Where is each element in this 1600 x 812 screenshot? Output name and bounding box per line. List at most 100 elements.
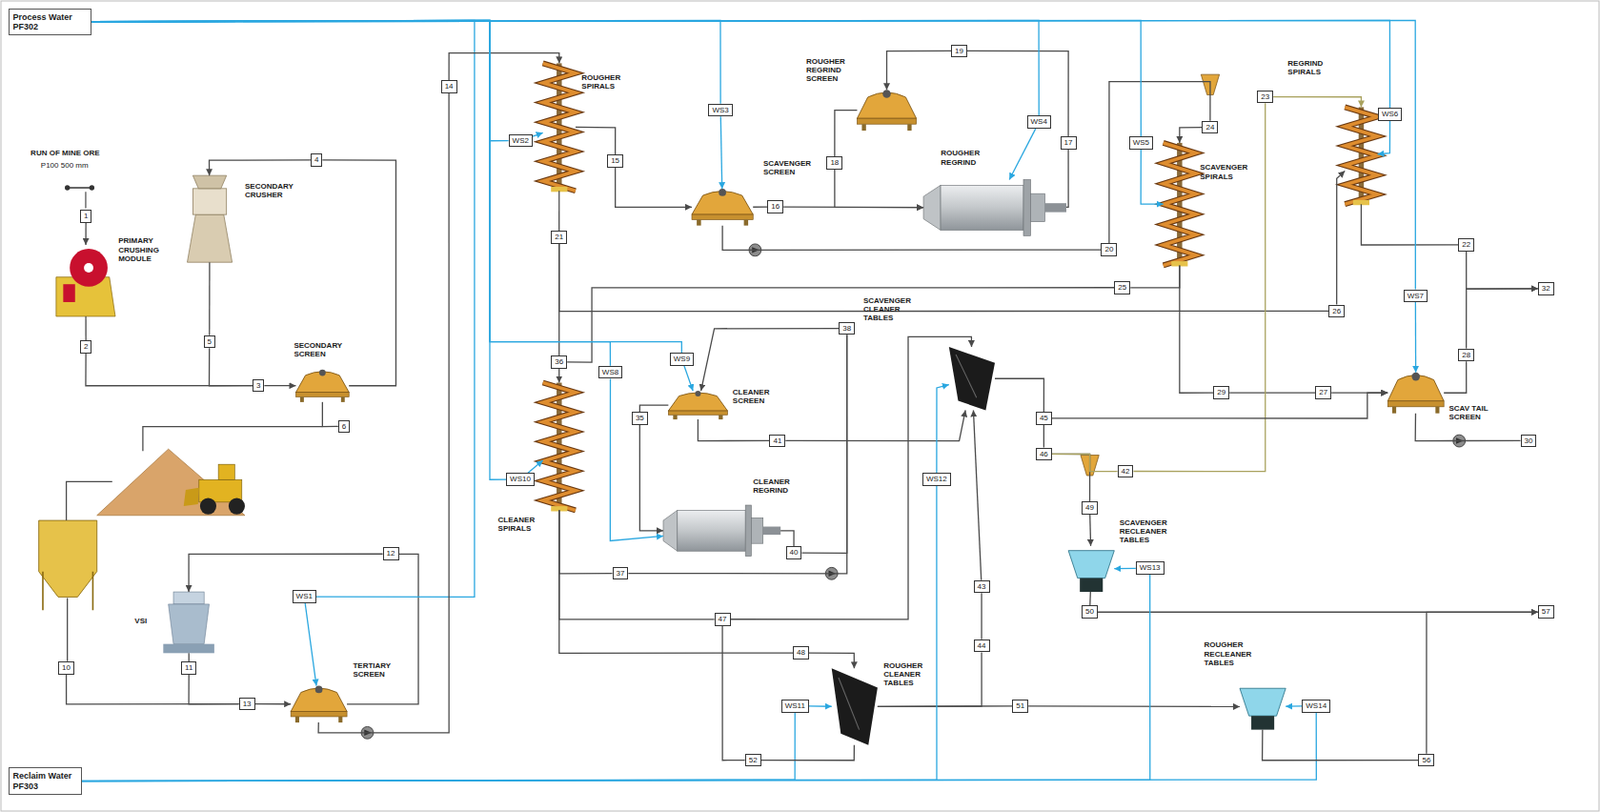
- equipment-label: ROUGHER CLEANER TABLES: [883, 661, 950, 689]
- water-line: [91, 20, 1390, 108]
- stream-number: 45: [1039, 413, 1049, 424]
- equipment-label: ROUGHER SPIRALS: [581, 73, 635, 91]
- stream-tag: 47: [714, 612, 731, 627]
- stream-number: 13: [243, 699, 252, 709]
- water-line: [1140, 149, 1164, 205]
- screen-unit: SECONDARY SCREEN: [296, 369, 350, 403]
- process-line: [994, 378, 1044, 412]
- process-line: [1229, 391, 1316, 393]
- stream-tag: 26: [1328, 304, 1345, 319]
- stream-tag: 29: [1213, 385, 1230, 400]
- stream-number: 21: [554, 232, 564, 243]
- water-line: [720, 116, 722, 189]
- equipment-label: ROUGHER RECLEANER TABLES: [1204, 640, 1282, 668]
- spiral-unit: SCAVENGER SPIRALS: [1163, 142, 1196, 265]
- stream-tag: 48: [792, 646, 810, 660]
- spiral-icon: [543, 62, 576, 192]
- process-line: [967, 50, 1069, 137]
- cone-icon: [186, 175, 232, 263]
- process-line: [559, 509, 715, 620]
- screen-unit: SCAVENGER SCREEN: [691, 188, 753, 226]
- process-line: [1089, 591, 1092, 606]
- equipment-label: SCAVENGER CLEANER TABLES: [863, 296, 930, 324]
- water-line: [91, 20, 1141, 136]
- process-line: [255, 703, 292, 705]
- stream-tag: 32: [1538, 282, 1555, 296]
- process-line: [972, 409, 981, 580]
- stream-number: 2: [83, 342, 88, 352]
- process-line: [263, 384, 296, 386]
- stream-number: 14: [445, 81, 454, 92]
- water-line: [1377, 121, 1391, 155]
- process-line: [84, 222, 86, 245]
- overflow-line: [1273, 97, 1361, 108]
- stream-number: WS7: [1407, 291, 1424, 302]
- stream-number: WS5: [1133, 138, 1150, 148]
- stream-number: WS9: [673, 354, 690, 365]
- process-line: [752, 206, 768, 208]
- stream-tag: 38: [838, 322, 855, 336]
- water-source-box: Process Water PF302: [8, 8, 93, 37]
- screen-icon: [290, 686, 347, 724]
- stream-number: 42: [1121, 466, 1131, 477]
- stream-number: WS1: [296, 591, 313, 602]
- process-line: [639, 425, 664, 531]
- stream-number: 16: [770, 202, 780, 212]
- overflow-line: [1133, 102, 1265, 471]
- water-line: [809, 705, 832, 708]
- stream-number: WS2: [512, 136, 529, 146]
- stream-tag: WS1: [292, 589, 317, 604]
- stream-tag: 51: [1012, 699, 1029, 713]
- process-line: [1089, 514, 1092, 547]
- loader-icon: [183, 464, 245, 514]
- stream-number: 1: [83, 211, 88, 222]
- stream-tag: 12: [383, 546, 400, 561]
- stream-tag: 35: [631, 411, 649, 426]
- water-source-label: Reclaim Water PF303: [13, 770, 78, 791]
- stream-tag: 52: [745, 753, 762, 768]
- stream-tag: 3: [252, 379, 264, 393]
- water-line: [1113, 567, 1136, 570]
- process-line: [188, 674, 240, 705]
- process-line: [834, 169, 924, 208]
- spiral-icon: [1163, 142, 1196, 267]
- process-line: [559, 509, 613, 573]
- retable-unit: ROUGHER RECLEANER TABLES: [1239, 683, 1286, 730]
- water-line: [81, 574, 1151, 782]
- water-line: [304, 603, 317, 687]
- process-line: [761, 745, 855, 761]
- stream-tag: WS10: [506, 472, 535, 487]
- process-line: [322, 402, 338, 427]
- stream-tag: 10: [58, 661, 75, 675]
- spiral-unit: REGRIND SPIRALS: [1344, 106, 1378, 204]
- stream-number: WS10: [509, 474, 531, 485]
- process-line: [1360, 203, 1459, 245]
- stream-number: 49: [1085, 503, 1094, 513]
- stream-tag: 20: [1100, 243, 1117, 257]
- stream-number: 48: [796, 648, 806, 658]
- stream-tag: 23: [1256, 90, 1274, 104]
- stream-number: 40: [789, 547, 799, 558]
- equipment-label: SCAVENGER RECLEANER TABLES: [1119, 518, 1194, 546]
- stream-number: 4: [314, 155, 319, 165]
- bin-icon: [39, 520, 98, 610]
- process-line: [1179, 127, 1203, 143]
- stream-tag: 41: [769, 434, 786, 448]
- stream-tag: 18: [826, 156, 843, 170]
- stream-number: 38: [842, 324, 851, 334]
- stream-tag: 13: [239, 697, 256, 711]
- stream-tag: 6: [338, 420, 350, 434]
- feed-line: [66, 426, 324, 662]
- stream-number: WS8: [602, 367, 619, 378]
- water-line: [91, 20, 682, 352]
- stream-number: 32: [1541, 283, 1551, 294]
- process-line: [1426, 611, 1539, 753]
- label-text: RUN OF MINE ORE: [30, 148, 100, 158]
- stream-number: 57: [1541, 607, 1551, 617]
- water-line: [527, 460, 544, 473]
- equipment-label: TERTIARY SCREEN: [352, 661, 412, 679]
- stream-number: 20: [1104, 244, 1114, 255]
- stream-tag: WS13: [1135, 561, 1165, 575]
